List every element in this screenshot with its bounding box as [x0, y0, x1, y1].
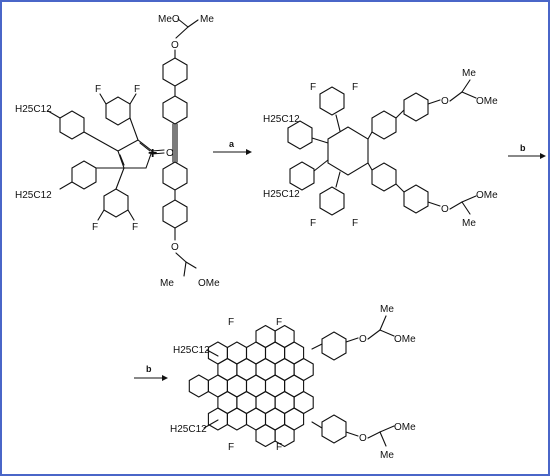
prod-chain-me-2: Me [380, 450, 394, 461]
prod-ether-2: O [359, 433, 367, 444]
alkyl-label-2: H25C12 [15, 190, 52, 201]
int-chain-me-2: Me [462, 218, 476, 229]
reaction-arrow-b-2: b [134, 364, 168, 381]
fluorine-label-4: F [132, 222, 138, 233]
bottom-chain-ome: OMe [198, 278, 220, 289]
int-chain-ome-2: OMe [476, 190, 498, 201]
int-chain-me-1: Me [462, 68, 476, 79]
lattice-ring [255, 423, 276, 448]
int-fluorine-2: F [352, 82, 358, 93]
int-alkyl-2: H25C12 [263, 189, 300, 200]
lattice-ring [188, 374, 209, 398]
reaction-arrow-a: a [213, 139, 252, 155]
plus-sign: + [148, 145, 157, 162]
int-ether-2: O [441, 204, 449, 215]
carbonyl-oxygen-label: O [166, 148, 174, 159]
step-b-label-1: b [520, 143, 526, 153]
alkyl-label-1: H25C12 [15, 104, 52, 115]
int-fluorine-4: F [352, 218, 358, 229]
reactant-cyclopentadienone: O H25C12 H25C12 F F F F [15, 84, 174, 233]
prod-ether-1: O [359, 334, 367, 345]
top-ether-oxygen: O [171, 40, 179, 51]
bottom-ether-oxygen: O [171, 242, 179, 253]
prod-chain-ome-2: OMe [394, 422, 416, 433]
int-chain-ome-1: OMe [476, 96, 498, 107]
prod-alkyl-1: H25C12 [173, 345, 210, 356]
fused-ring-lattice [188, 324, 314, 448]
int-fluorine-1: F [310, 82, 316, 93]
product-nanographene: F F F F H25C12 H25C12 O Me OMe O Me OMe [170, 304, 416, 461]
prod-chain-me-1: Me [380, 304, 394, 315]
reaction-arrow-b-1: b [508, 143, 546, 159]
int-ether-1: O [441, 96, 449, 107]
top-chain-me: Me [200, 14, 214, 25]
fluorine-label-1: F [95, 84, 101, 95]
fluorine-label-2: F [134, 84, 140, 95]
prod-fluorine-1: F [228, 317, 234, 328]
prod-alkyl-2: H25C12 [170, 424, 207, 435]
reactant-diarylacetylene: MeO Me O O Me OMe [158, 14, 220, 289]
intermediate-hexaarylbenzene: F F H25C12 H25C12 F F O Me OMe O [263, 68, 498, 229]
step-b-label-2: b [146, 364, 152, 374]
lattice-ring [274, 423, 295, 448]
fluorine-label-3: F [92, 222, 98, 233]
prod-fluorine-4: F [276, 442, 282, 453]
lattice-ring [207, 407, 228, 431]
int-fluorine-3: F [310, 218, 316, 229]
lattice-ring [226, 407, 248, 431]
top-chain-meo: MeO [158, 14, 180, 25]
step-a-label: a [229, 139, 235, 149]
prod-fluorine-2: F [276, 317, 282, 328]
prod-chain-ome-1: OMe [394, 334, 416, 345]
bottom-chain-me: Me [160, 278, 174, 289]
int-alkyl-1: H25C12 [263, 114, 300, 125]
prod-fluorine-3: F [228, 442, 234, 453]
